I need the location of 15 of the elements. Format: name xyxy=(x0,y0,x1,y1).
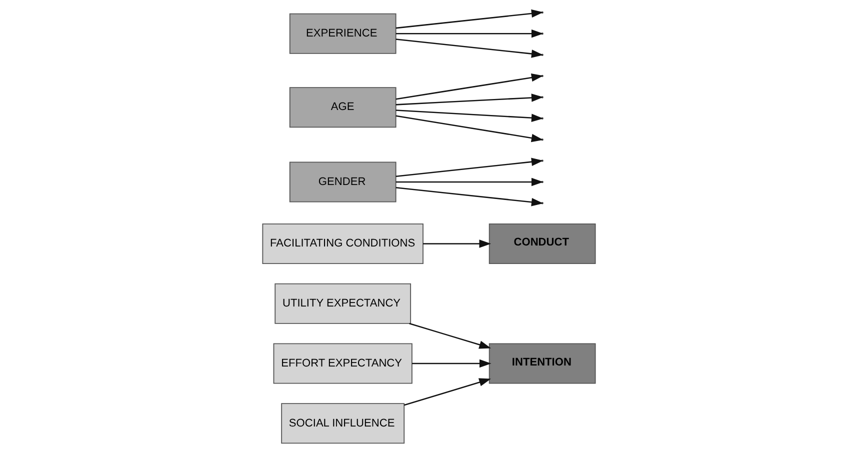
arrow xyxy=(409,322,492,349)
arrow xyxy=(423,240,492,248)
node-box: GENDER xyxy=(289,162,396,202)
node-box: EFFORT EXPECTANCY xyxy=(273,343,412,384)
node-box: EXPERIENCE xyxy=(289,13,396,54)
node-box: SOCIAL INFLUENCE xyxy=(281,403,405,444)
arrow xyxy=(396,186,544,206)
arrow xyxy=(412,359,492,368)
arrow xyxy=(396,38,544,58)
node-box: FACILITATING CONDITIONS xyxy=(262,223,424,264)
node-box: INTENTION xyxy=(488,343,596,384)
arrow xyxy=(404,378,491,406)
node-box: CONDUCT xyxy=(488,223,596,264)
node-box: UTILITY EXPECTANCY xyxy=(274,283,412,324)
node-box: AGE xyxy=(289,87,396,128)
